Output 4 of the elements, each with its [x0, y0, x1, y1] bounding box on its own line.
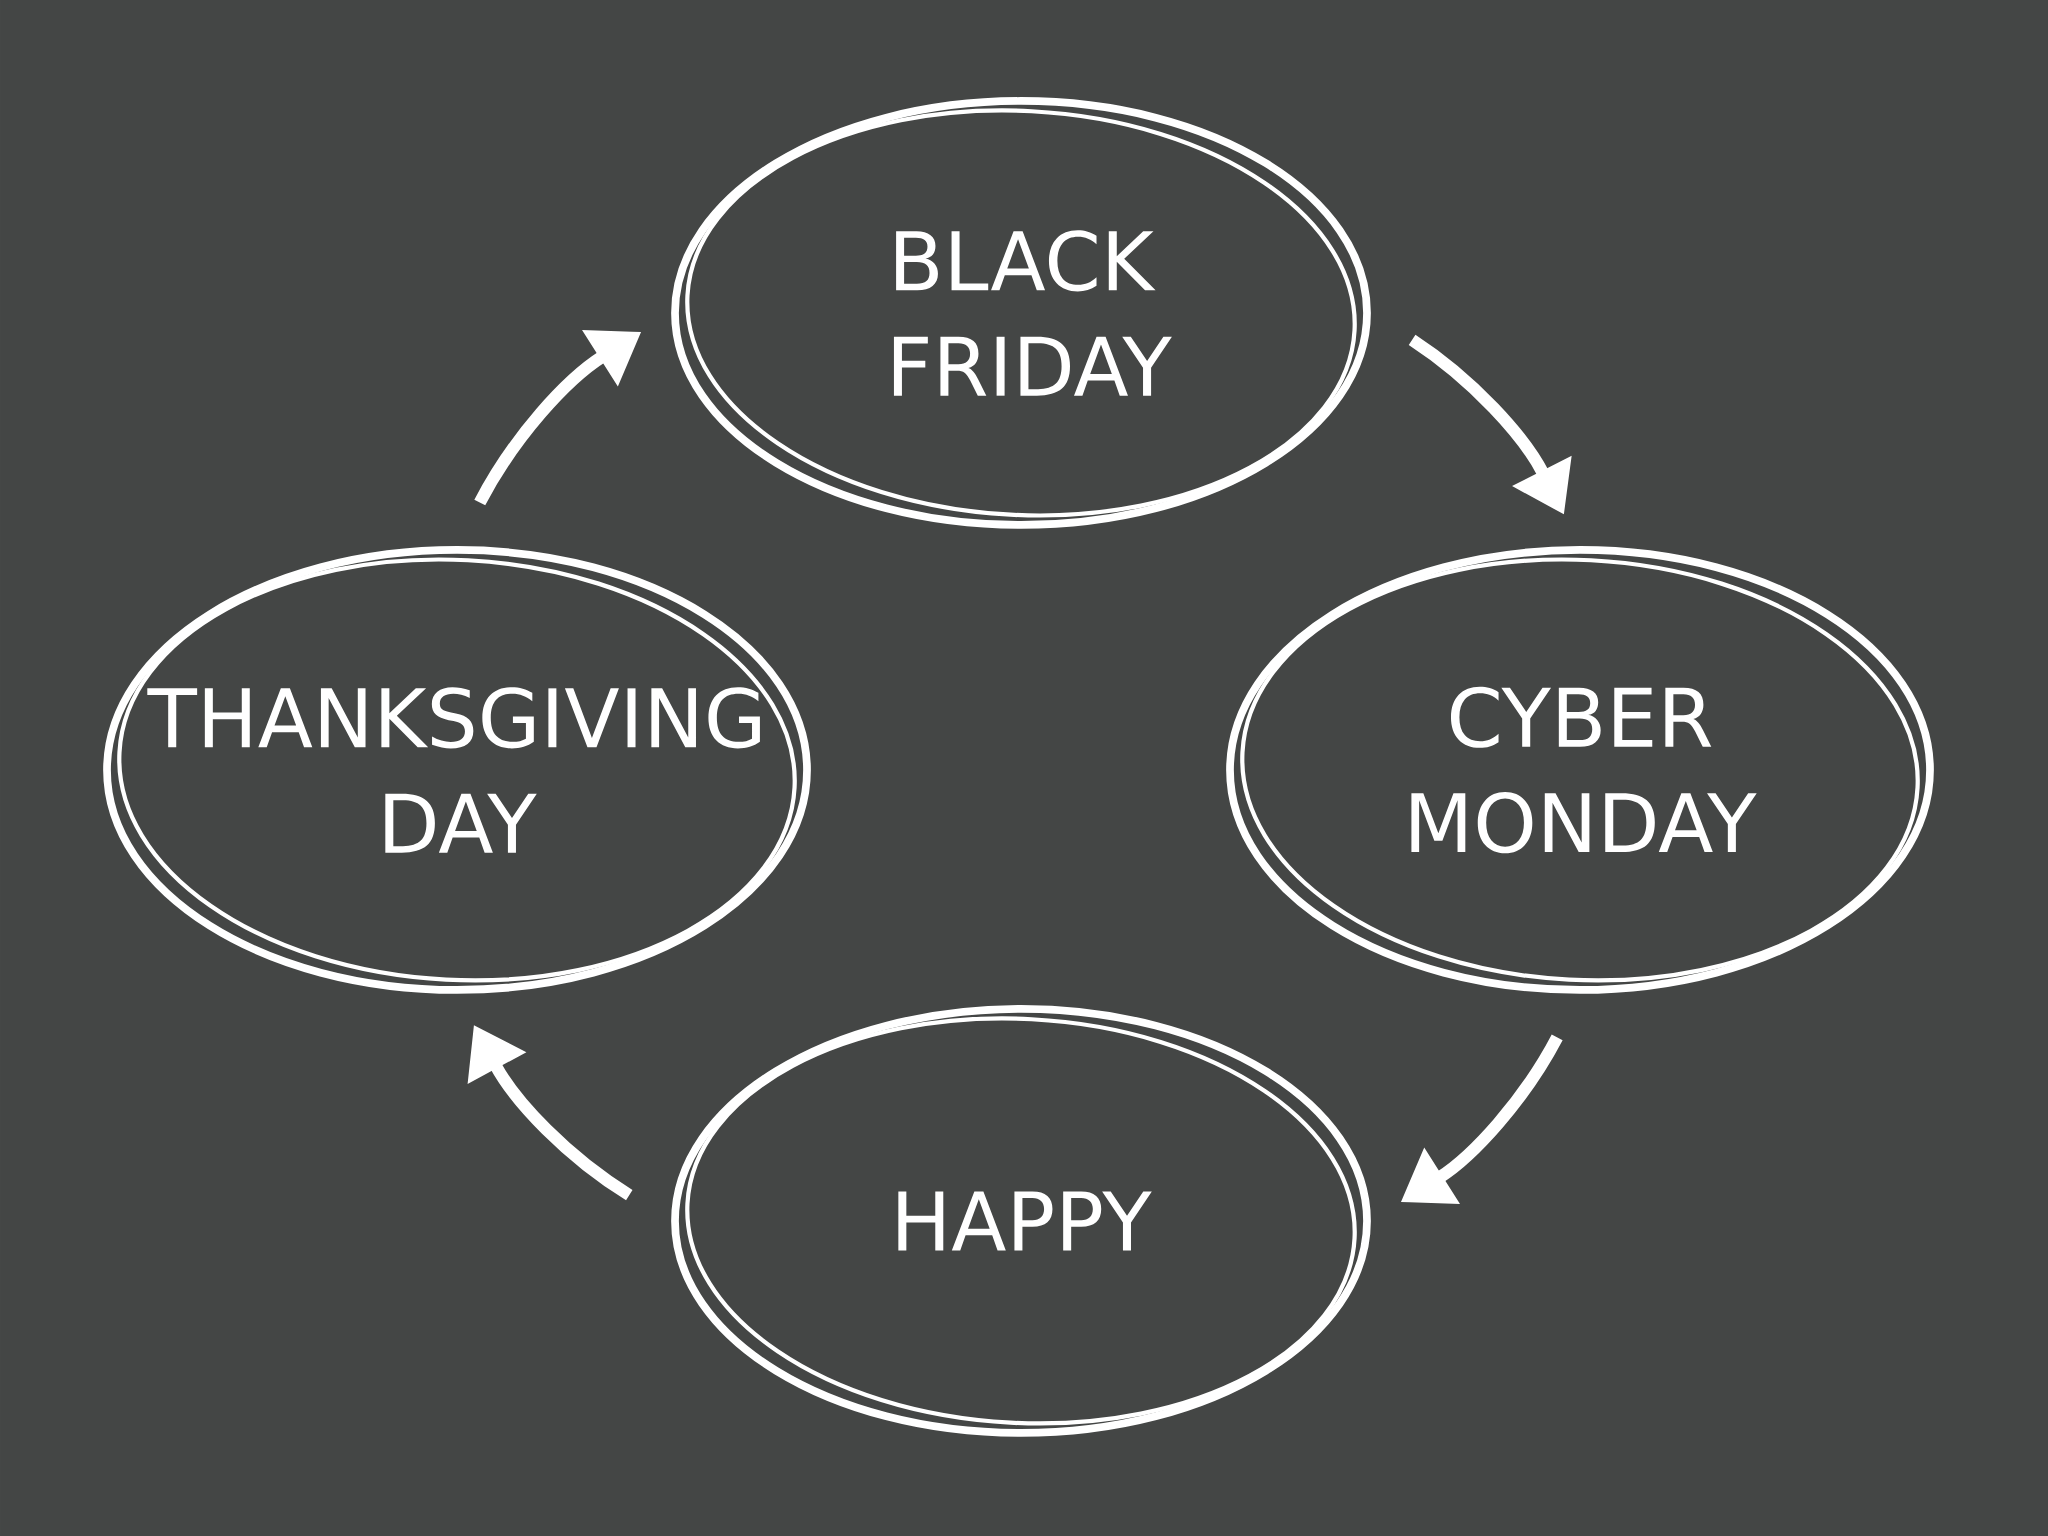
ellipse-node: THANKSGIVING DAY [103, 546, 811, 994]
ellipse-node: HAPPY [671, 1005, 1371, 1437]
ellipse-node: CYBER MONDAY [1226, 546, 1934, 994]
ellipse-node: BLACK FRIDAY [671, 97, 1371, 529]
